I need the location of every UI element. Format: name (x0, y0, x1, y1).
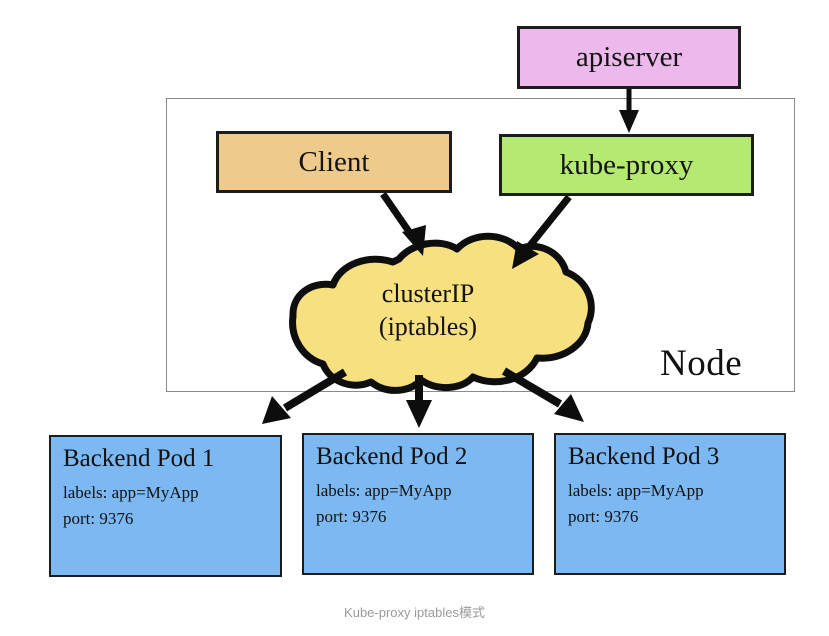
pod-title: Backend Pod 1 (63, 445, 215, 472)
client-box[interactable]: Client (216, 131, 452, 193)
pod-labels-line: labels: app=MyApp (568, 481, 704, 501)
pod-title: Backend Pod 2 (316, 443, 468, 470)
pod-port-line: port: 9376 (63, 508, 134, 528)
pod-title: Backend Pod 3 (568, 443, 720, 470)
pod-labels-line: labels: app=MyApp (63, 483, 199, 503)
kube-proxy-box[interactable]: kube-proxy (499, 134, 754, 196)
diagram-caption: Kube-proxy iptables模式 (344, 605, 485, 620)
apiserver-box[interactable]: apiserver (517, 26, 741, 89)
kube-proxy-label: kube-proxy (559, 148, 694, 181)
client-label: Client (298, 145, 370, 178)
backend-pod-2-box[interactable]: Backend Pod 2 labels: app=MyApp port: 93… (302, 433, 534, 575)
pod-labels-line: labels: app=MyApp (316, 481, 452, 501)
node-label: Node (660, 343, 743, 384)
backend-pod-3-box[interactable]: Backend Pod 3 labels: app=MyApp port: 93… (554, 433, 786, 575)
pod-port-line: port: 9376 (568, 506, 639, 526)
apiserver-label: apiserver (575, 41, 683, 73)
pod-port-line: port: 9376 (316, 506, 387, 526)
backend-pod-1-box[interactable]: Backend Pod 1 labels: app=MyApp port: 93… (49, 435, 282, 577)
